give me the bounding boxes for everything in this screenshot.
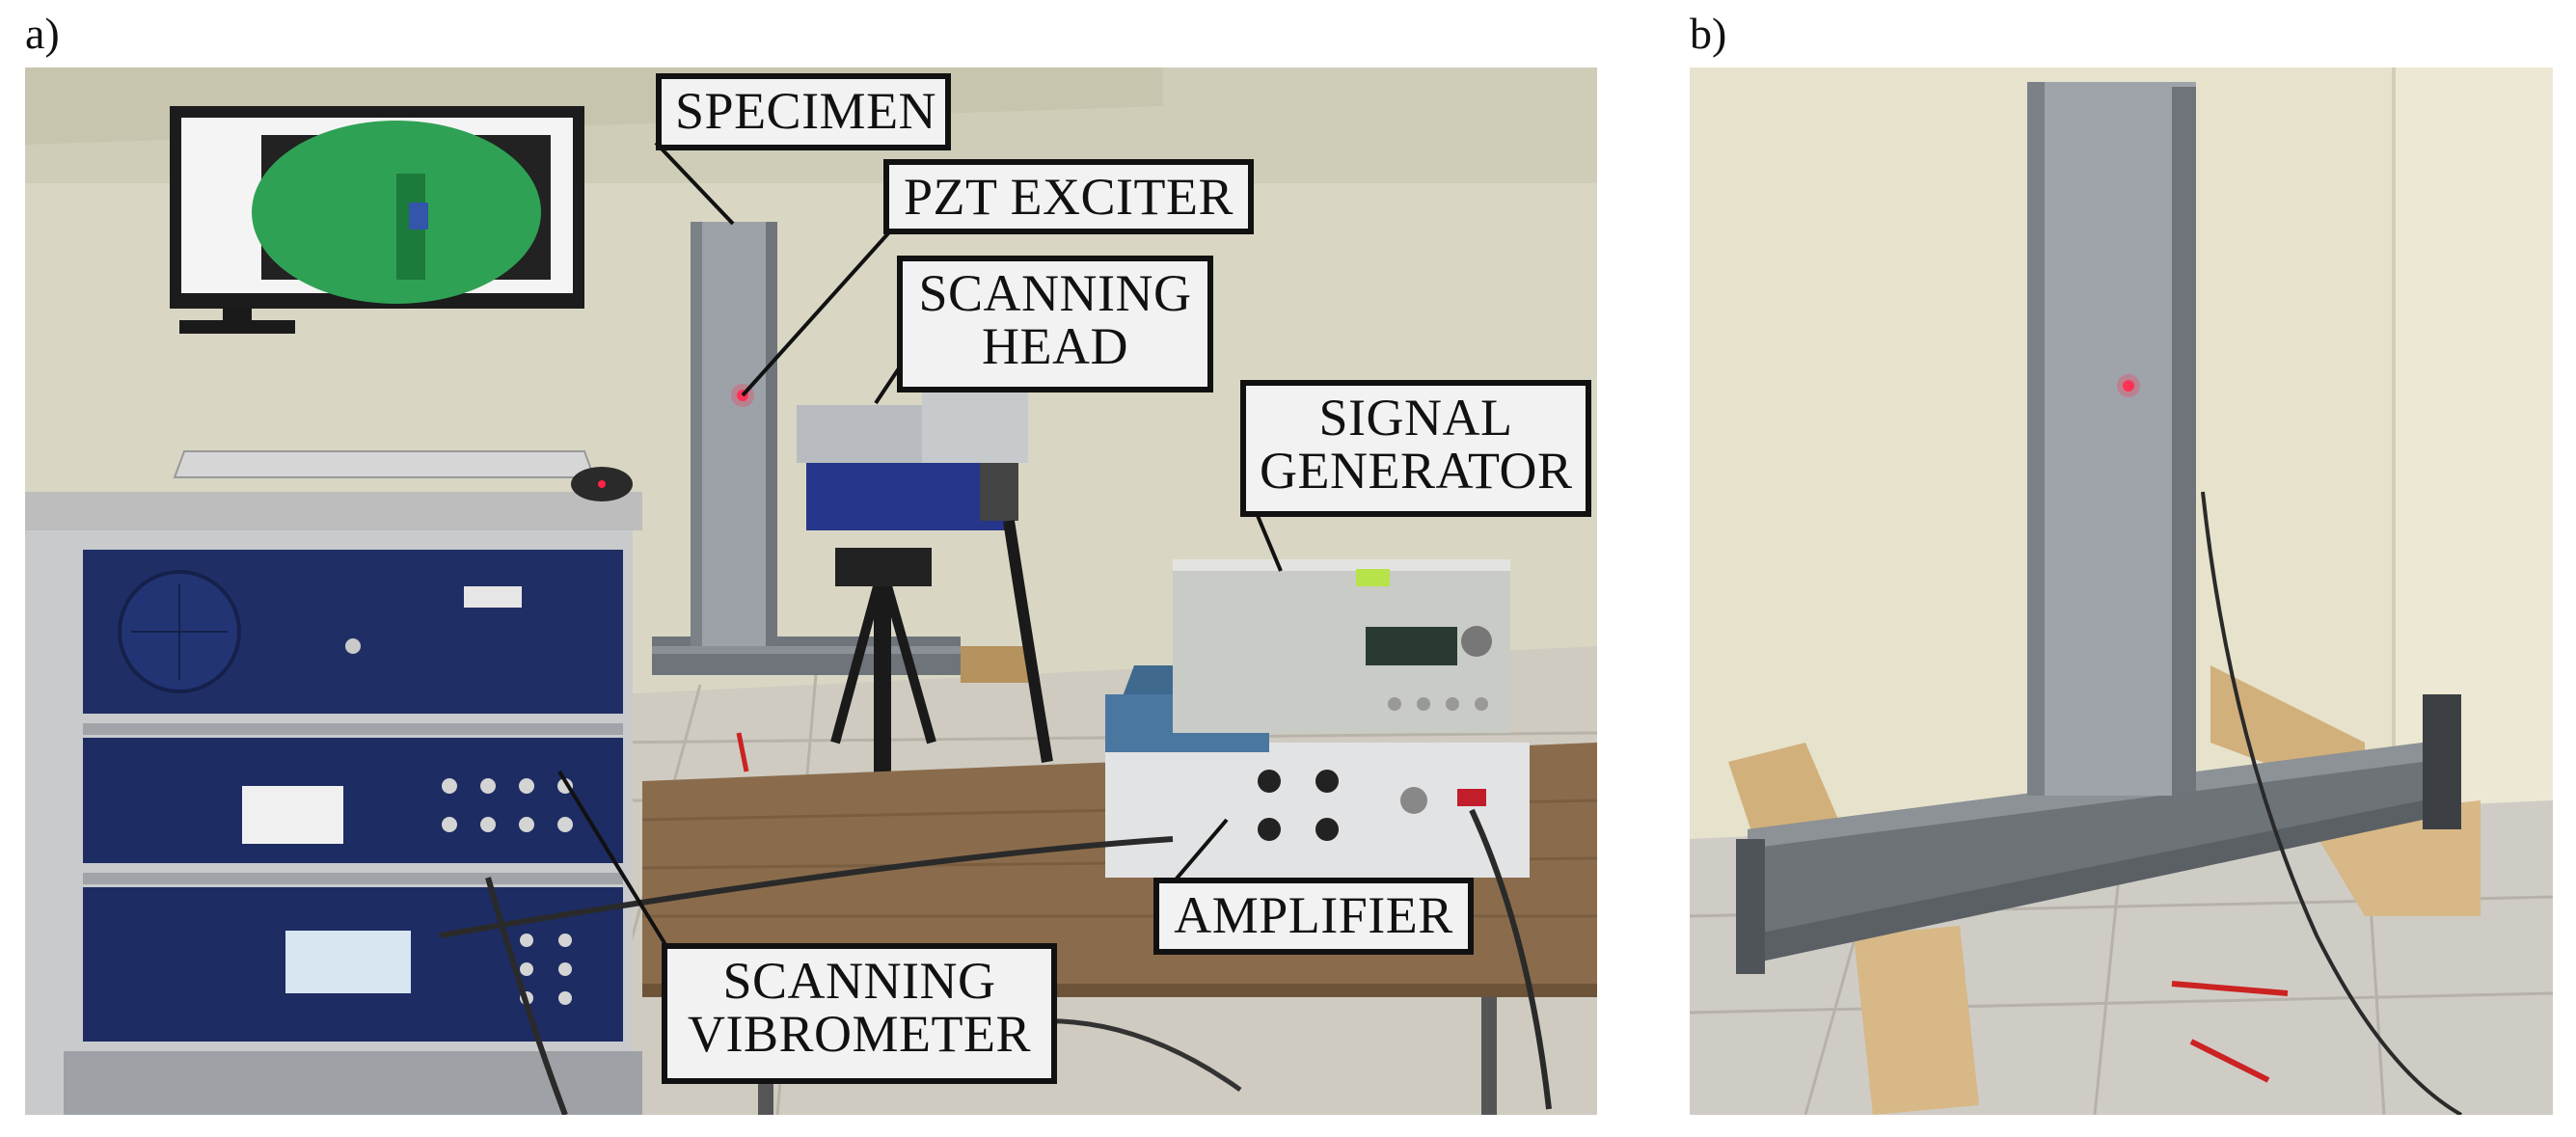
callout-amplifier-text: AMPLIFIER — [1174, 886, 1453, 944]
callout-signal-generator-line1: SIGNAL — [1318, 389, 1513, 447]
callout-scanning-head-line2: HEAD — [982, 317, 1128, 376]
callout-specimen-text: SPECIMEN — [675, 82, 937, 140]
callout-scanning-vibrometer-line1: SCANNING — [722, 952, 996, 1010]
callout-scanning-vibrometer-line2: VIBROMETER — [688, 1005, 1031, 1064]
callout-specimen: SPECIMEN — [656, 73, 951, 150]
callout-scanning-head-line1: SCANNING — [918, 264, 1192, 322]
callout-amplifier: AMPLIFIER — [1153, 878, 1474, 955]
callout-signal-generator-line2: GENERATOR — [1260, 442, 1573, 501]
callout-signal-generator: SIGNAL GENERATOR — [1240, 380, 1591, 517]
callout-scanning-head: SCANNING HEAD — [897, 256, 1213, 393]
photo-a-lab-setup — [25, 68, 1597, 1115]
callout-pzt-exciter: PZT EXCITER — [883, 159, 1254, 234]
callout-pzt-exciter-text: PZT EXCITER — [904, 168, 1234, 226]
callout-scanning-vibrometer: SCANNING VIBROMETER — [662, 943, 1057, 1084]
photo-b-specimen — [1690, 68, 2553, 1115]
panel-a-label: a) — [25, 9, 60, 58]
photo-a-illustration — [25, 68, 1597, 1115]
photo-b-illustration — [1690, 68, 2553, 1115]
panel-b-label: b) — [1690, 9, 1727, 58]
